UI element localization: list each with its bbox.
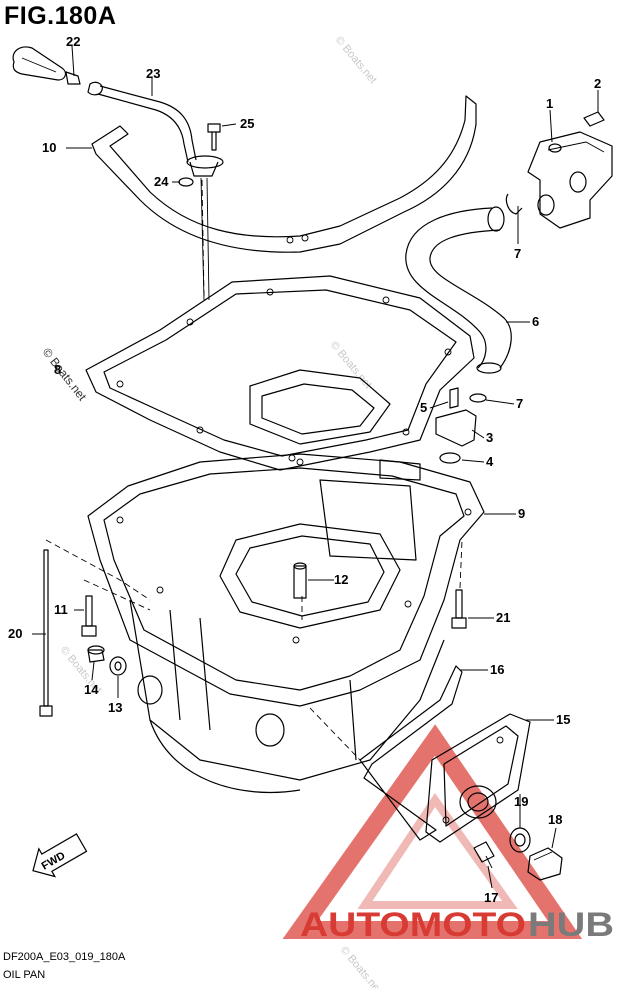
watermark: © Boats.net — [40, 345, 90, 404]
assembly-line — [83, 579, 151, 611]
bolt-14 — [87, 645, 105, 663]
callout-23: 23 — [146, 66, 160, 81]
fwd-arrow-icon: FWD — [32, 833, 88, 878]
section-name: OIL PAN — [3, 969, 46, 981]
callout-20: 20 — [8, 626, 22, 641]
brand-triangle-logo — [282, 724, 583, 939]
callout-11: 11 — [54, 602, 68, 617]
callout-14: 14 — [84, 682, 99, 697]
callout-7-lower: 7 — [516, 396, 523, 411]
elbow-fitting — [505, 111, 613, 229]
callout-18: 18 — [548, 812, 562, 827]
brand-wordmark: AUTOMOTO HUB — [300, 906, 614, 944]
figure-title: FIG.180A — [4, 2, 117, 30]
callout-2: 2 — [594, 76, 601, 91]
water-connector — [435, 387, 487, 464]
callout-12: 12 — [334, 572, 348, 587]
callout-16: 16 — [490, 662, 504, 677]
callout-5: 5 — [420, 400, 427, 415]
cover-gasket — [359, 665, 463, 841]
callout-7-upper: 7 — [514, 246, 521, 261]
bolt-20 — [39, 549, 53, 717]
callout-25: 25 — [240, 116, 254, 131]
callout-10: 10 — [42, 140, 56, 155]
callout-24: 24 — [154, 174, 169, 189]
dipstick-guide-tube — [97, 85, 197, 163]
callout-4: 4 — [486, 454, 494, 469]
callout-6: 6 — [532, 314, 539, 329]
callout-15: 15 — [556, 712, 570, 727]
diagram-code: DF200A_E03_019_180A — [3, 951, 126, 963]
callout-22: 22 — [66, 34, 80, 49]
gasket — [85, 275, 475, 471]
leader-lines — [32, 45, 599, 889]
oil-pan — [87, 453, 485, 793]
bolt-21 — [451, 589, 467, 629]
bolt-11 — [81, 595, 97, 637]
callout-19: 19 — [514, 794, 528, 809]
callout-1: 1 — [546, 96, 553, 111]
bracket-strap — [91, 95, 477, 253]
assembly-line — [45, 539, 151, 601]
callout-8: 8 — [54, 362, 61, 377]
assembly-line — [309, 707, 361, 761]
callout-17: 17 — [484, 890, 498, 905]
watermark: © Boats.net — [333, 34, 379, 86]
dipstick-handle — [12, 46, 103, 96]
washer-13 — [109, 656, 127, 676]
watermark: © Boats.net — [338, 944, 384, 988]
cover-plate — [425, 713, 531, 843]
brand-part-2: HUB — [528, 906, 614, 944]
callout-21: 21 — [496, 610, 510, 625]
assembly-line — [459, 539, 463, 589]
hose — [405, 206, 512, 374]
callout-9: 9 — [518, 506, 525, 521]
brand-part-1: AUTOMOTO — [300, 906, 526, 944]
callout-13: 13 — [108, 700, 122, 715]
callout-3: 3 — [486, 430, 493, 445]
